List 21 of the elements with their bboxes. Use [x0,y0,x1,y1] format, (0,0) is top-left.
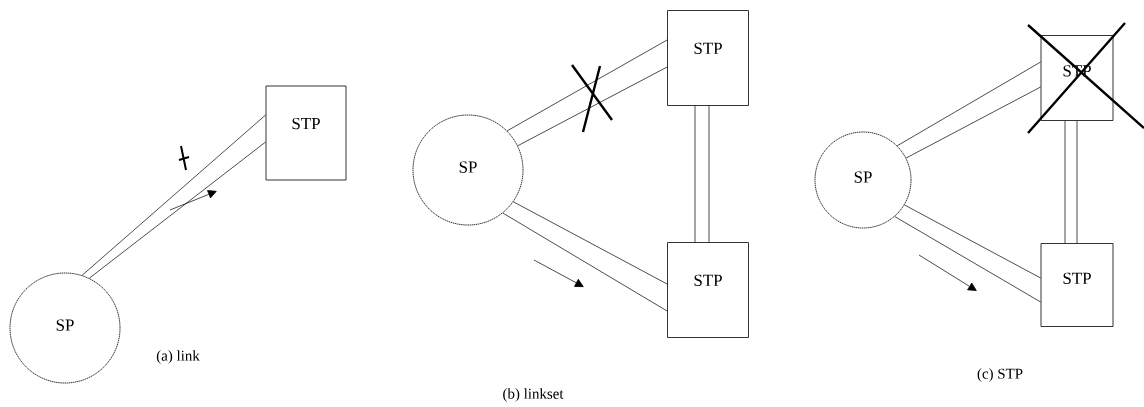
link-line [517,66,668,147]
link-line [905,86,1041,159]
link-line [1076,120,1078,244]
link-line [1064,120,1066,244]
caption: (c) STP [977,368,1023,382]
link-line [88,141,266,279]
link-line [708,105,710,243]
link-line [502,212,668,312]
caption: (a) link [156,350,200,364]
link-line [904,204,1041,279]
link-line [513,201,668,285]
link-line [81,114,266,276]
caption: (b) linkset [503,388,564,402]
link-line [506,39,668,132]
stp-box: STP [667,10,749,106]
link-line [896,61,1041,147]
stp-box: STP [1040,243,1114,327]
stp-box: STP [667,242,749,338]
stp-box: STP [265,85,347,181]
link-line [694,105,696,243]
link-line [894,216,1041,303]
